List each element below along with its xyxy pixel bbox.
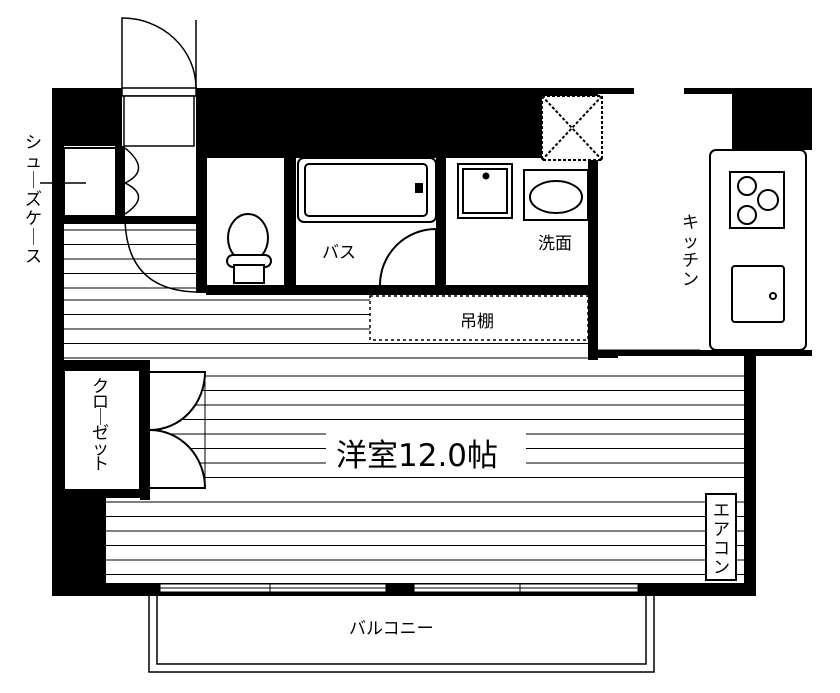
air-conditioner-text: エアコン [713,501,730,578]
kitchen-label: キッチン [682,213,699,290]
floor-hatching [64,229,744,575]
upper-shelf: 吊棚 [369,295,589,341]
bathtub [296,157,437,286]
upper-shelf-label: 吊棚 [460,312,494,332]
toilet [205,158,284,285]
kitchen-area [541,94,807,355]
entrance-door [121,17,197,293]
shoe-cabinet-text: シュ｜ズケ｜ス [25,133,42,267]
interior-walls [52,88,812,500]
closet-text: クロ｜ゼット [92,377,109,475]
balcony-window [159,583,639,593]
svg-text:シュ｜ズケ｜ス: シュ｜ズケ｜ス [25,133,42,267]
closet-label: クロ｜ゼット [92,377,109,475]
svg-text:エアコン: エアコン [713,501,730,578]
svg-text:キッチン: キッチン [682,213,699,290]
svg-text:クロ｜ゼット: クロ｜ゼット [92,377,109,475]
main-room-label: 洋室12.0帖 [336,438,498,474]
bath-label: バス [322,243,356,263]
exterior-walls [52,88,812,596]
kitchen-text: キッチン [682,213,699,290]
air-conditioner: エアコン [705,493,737,581]
washroom-label: 洗面 [538,234,572,254]
balcony [148,596,655,673]
shoe-cabinet-label: シュ｜ズケ｜ス [25,133,42,267]
balcony-label: バルコニー [349,619,434,639]
closet [63,369,207,491]
shoe-cabinet [40,147,140,217]
washroom-fixtures [446,158,597,285]
